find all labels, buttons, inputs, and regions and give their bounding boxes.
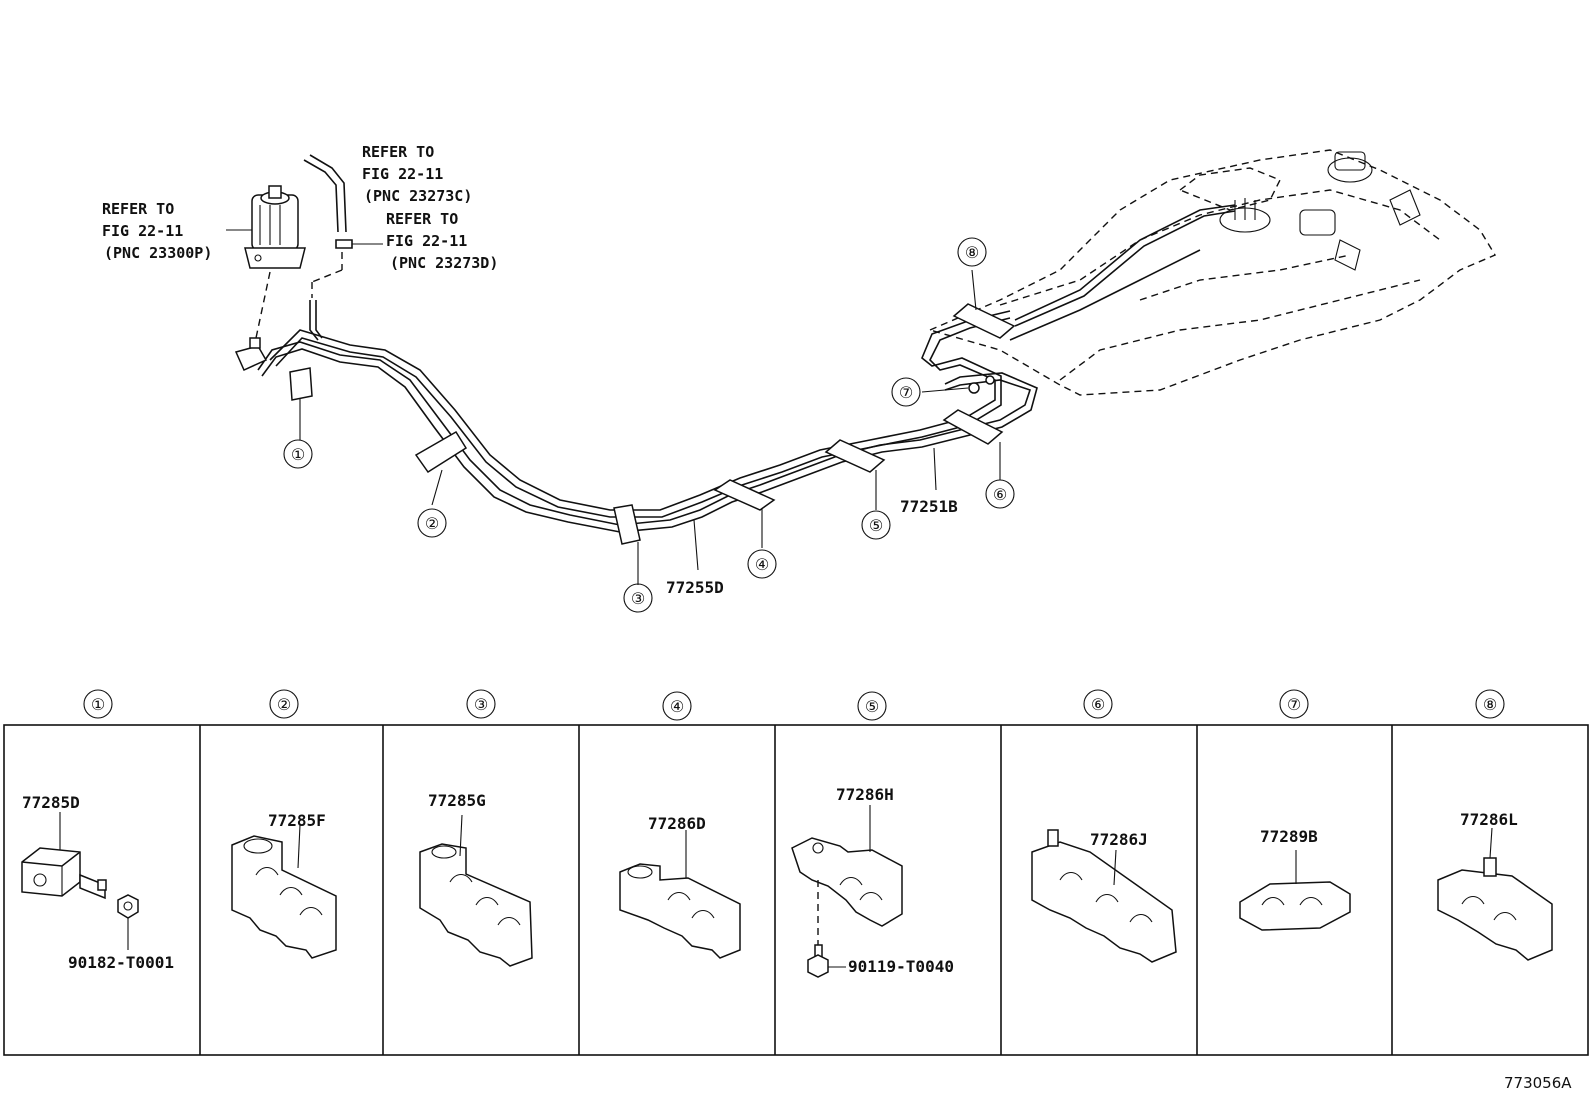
reference-23300p: REFER TO FIG 22-11 (PNC 23300P): [102, 200, 212, 262]
panel-2-clamp: [231, 824, 337, 959]
panel-header-5: ⑤: [857, 691, 887, 721]
svg-text:(PNC 23300P): (PNC 23300P): [104, 244, 212, 262]
panel-header-8: ⑧: [1475, 689, 1505, 719]
svg-text:⑦: ⑦: [1287, 695, 1301, 714]
tape-clip-6: [942, 409, 1004, 445]
panel-header-2: ②: [269, 689, 299, 719]
tube-rear-part-number: 77251B: [900, 497, 958, 516]
svg-text:⑧: ⑧: [1483, 695, 1497, 714]
svg-text:⑤: ⑤: [869, 516, 883, 535]
panel-1-clamp: [21, 812, 107, 900]
svg-text:FIG 22-11: FIG 22-11: [102, 222, 183, 240]
tape-clips: [289, 303, 1016, 545]
callout-1: ①: [283, 439, 313, 469]
panel-8-part-77286l: 77286L: [1460, 810, 1518, 829]
reference-23273c: REFER TO FIG 22-11 (PNC 23273C): [362, 143, 472, 205]
panel-7-clamp: [1239, 850, 1351, 931]
detail-table: [3, 724, 1589, 1056]
svg-text:⑦: ⑦: [899, 383, 913, 402]
panel-5-bolt: [807, 880, 846, 978]
fuel-pump-component: [244, 185, 306, 269]
callout-3: ③: [623, 583, 653, 613]
tube-front-part-number: 77255D: [666, 578, 724, 597]
svg-text:⑥: ⑥: [1091, 695, 1105, 714]
panel-5-part-90119: 90119-T0040: [848, 957, 954, 976]
tape-clip-1: [289, 367, 313, 401]
callout-leaders: [299, 269, 1001, 585]
svg-text:④: ④: [670, 697, 684, 716]
panel-header-3: ③: [466, 689, 496, 719]
callout-2: ②: [417, 508, 447, 538]
panel-2-part-77285f: 77285F: [268, 811, 326, 830]
connector: [234, 337, 268, 371]
svg-text:②: ②: [277, 695, 291, 714]
panel-8-clamp: [1437, 827, 1553, 961]
tape-clip-2: [414, 430, 468, 474]
svg-text:FIG 22-11: FIG 22-11: [362, 165, 443, 183]
panel-header-1: ①: [83, 689, 113, 719]
tape-clip-8: [952, 303, 1016, 339]
svg-text:③: ③: [474, 695, 488, 714]
callout-7: ⑦: [891, 377, 921, 407]
svg-text:⑥: ⑥: [993, 485, 1007, 504]
svg-text:②: ②: [425, 514, 439, 533]
svg-text:(PNC 23273D): (PNC 23273D): [390, 254, 498, 272]
panel-header-4: ④: [662, 691, 692, 721]
svg-text:⑤: ⑤: [865, 697, 879, 716]
svg-text:FIG 22-11: FIG 22-11: [386, 232, 467, 250]
panel-header-6: ⑥: [1083, 689, 1113, 719]
callout-5: ⑤: [861, 510, 891, 540]
fuel-tank: [927, 149, 1497, 396]
panel-6-part-77286j: 77286J: [1090, 830, 1148, 849]
tape-clip-5: [824, 439, 886, 473]
callout-8: ⑧: [957, 237, 987, 267]
panel-6-clamp: [1031, 829, 1177, 963]
svg-text:REFER TO: REFER TO: [102, 200, 174, 218]
panel-4-clamp: [619, 830, 741, 959]
tube-joint-7: [968, 382, 980, 394]
panel-5-part-77286h: 77286H: [836, 785, 894, 804]
reference-leaders: [226, 229, 383, 245]
tape-clip-4: [713, 479, 776, 511]
leader-dashes: [255, 252, 343, 339]
fuel-tubes: [257, 300, 1038, 533]
panel-4-part-77286d: 77286D: [648, 814, 706, 833]
panel-3-part-77285g: 77285G: [428, 791, 486, 810]
svg-text:①: ①: [291, 445, 305, 464]
callout-4: ④: [747, 549, 777, 579]
diagram-id: 773056A: [1504, 1074, 1572, 1092]
panel-3-clamp: [419, 814, 533, 967]
panel-1-part-90182: 90182-T0001: [68, 953, 174, 972]
svg-text:④: ④: [755, 555, 769, 574]
callout-6: ⑥: [985, 479, 1015, 509]
svg-text:①: ①: [91, 695, 105, 714]
panel-1-nut: [117, 894, 139, 950]
svg-text:(PNC 23273C): (PNC 23273C): [364, 187, 472, 205]
svg-text:REFER TO: REFER TO: [386, 210, 458, 228]
panel-header-7: ⑦: [1279, 689, 1309, 719]
panel-7-part-77289b: 77289B: [1260, 827, 1318, 846]
svg-text:③: ③: [631, 589, 645, 608]
vent-hose: [303, 154, 353, 249]
tube-joint-7b: [985, 375, 995, 385]
svg-text:⑧: ⑧: [965, 243, 979, 262]
reference-23273d: REFER TO FIG 22-11 (PNC 23273D): [386, 210, 498, 272]
svg-text:REFER TO: REFER TO: [362, 143, 434, 161]
panel-5-clamp: [791, 805, 903, 927]
panel-1-part-77285d: 77285D: [22, 793, 80, 812]
tape-clip-3: [613, 504, 641, 545]
